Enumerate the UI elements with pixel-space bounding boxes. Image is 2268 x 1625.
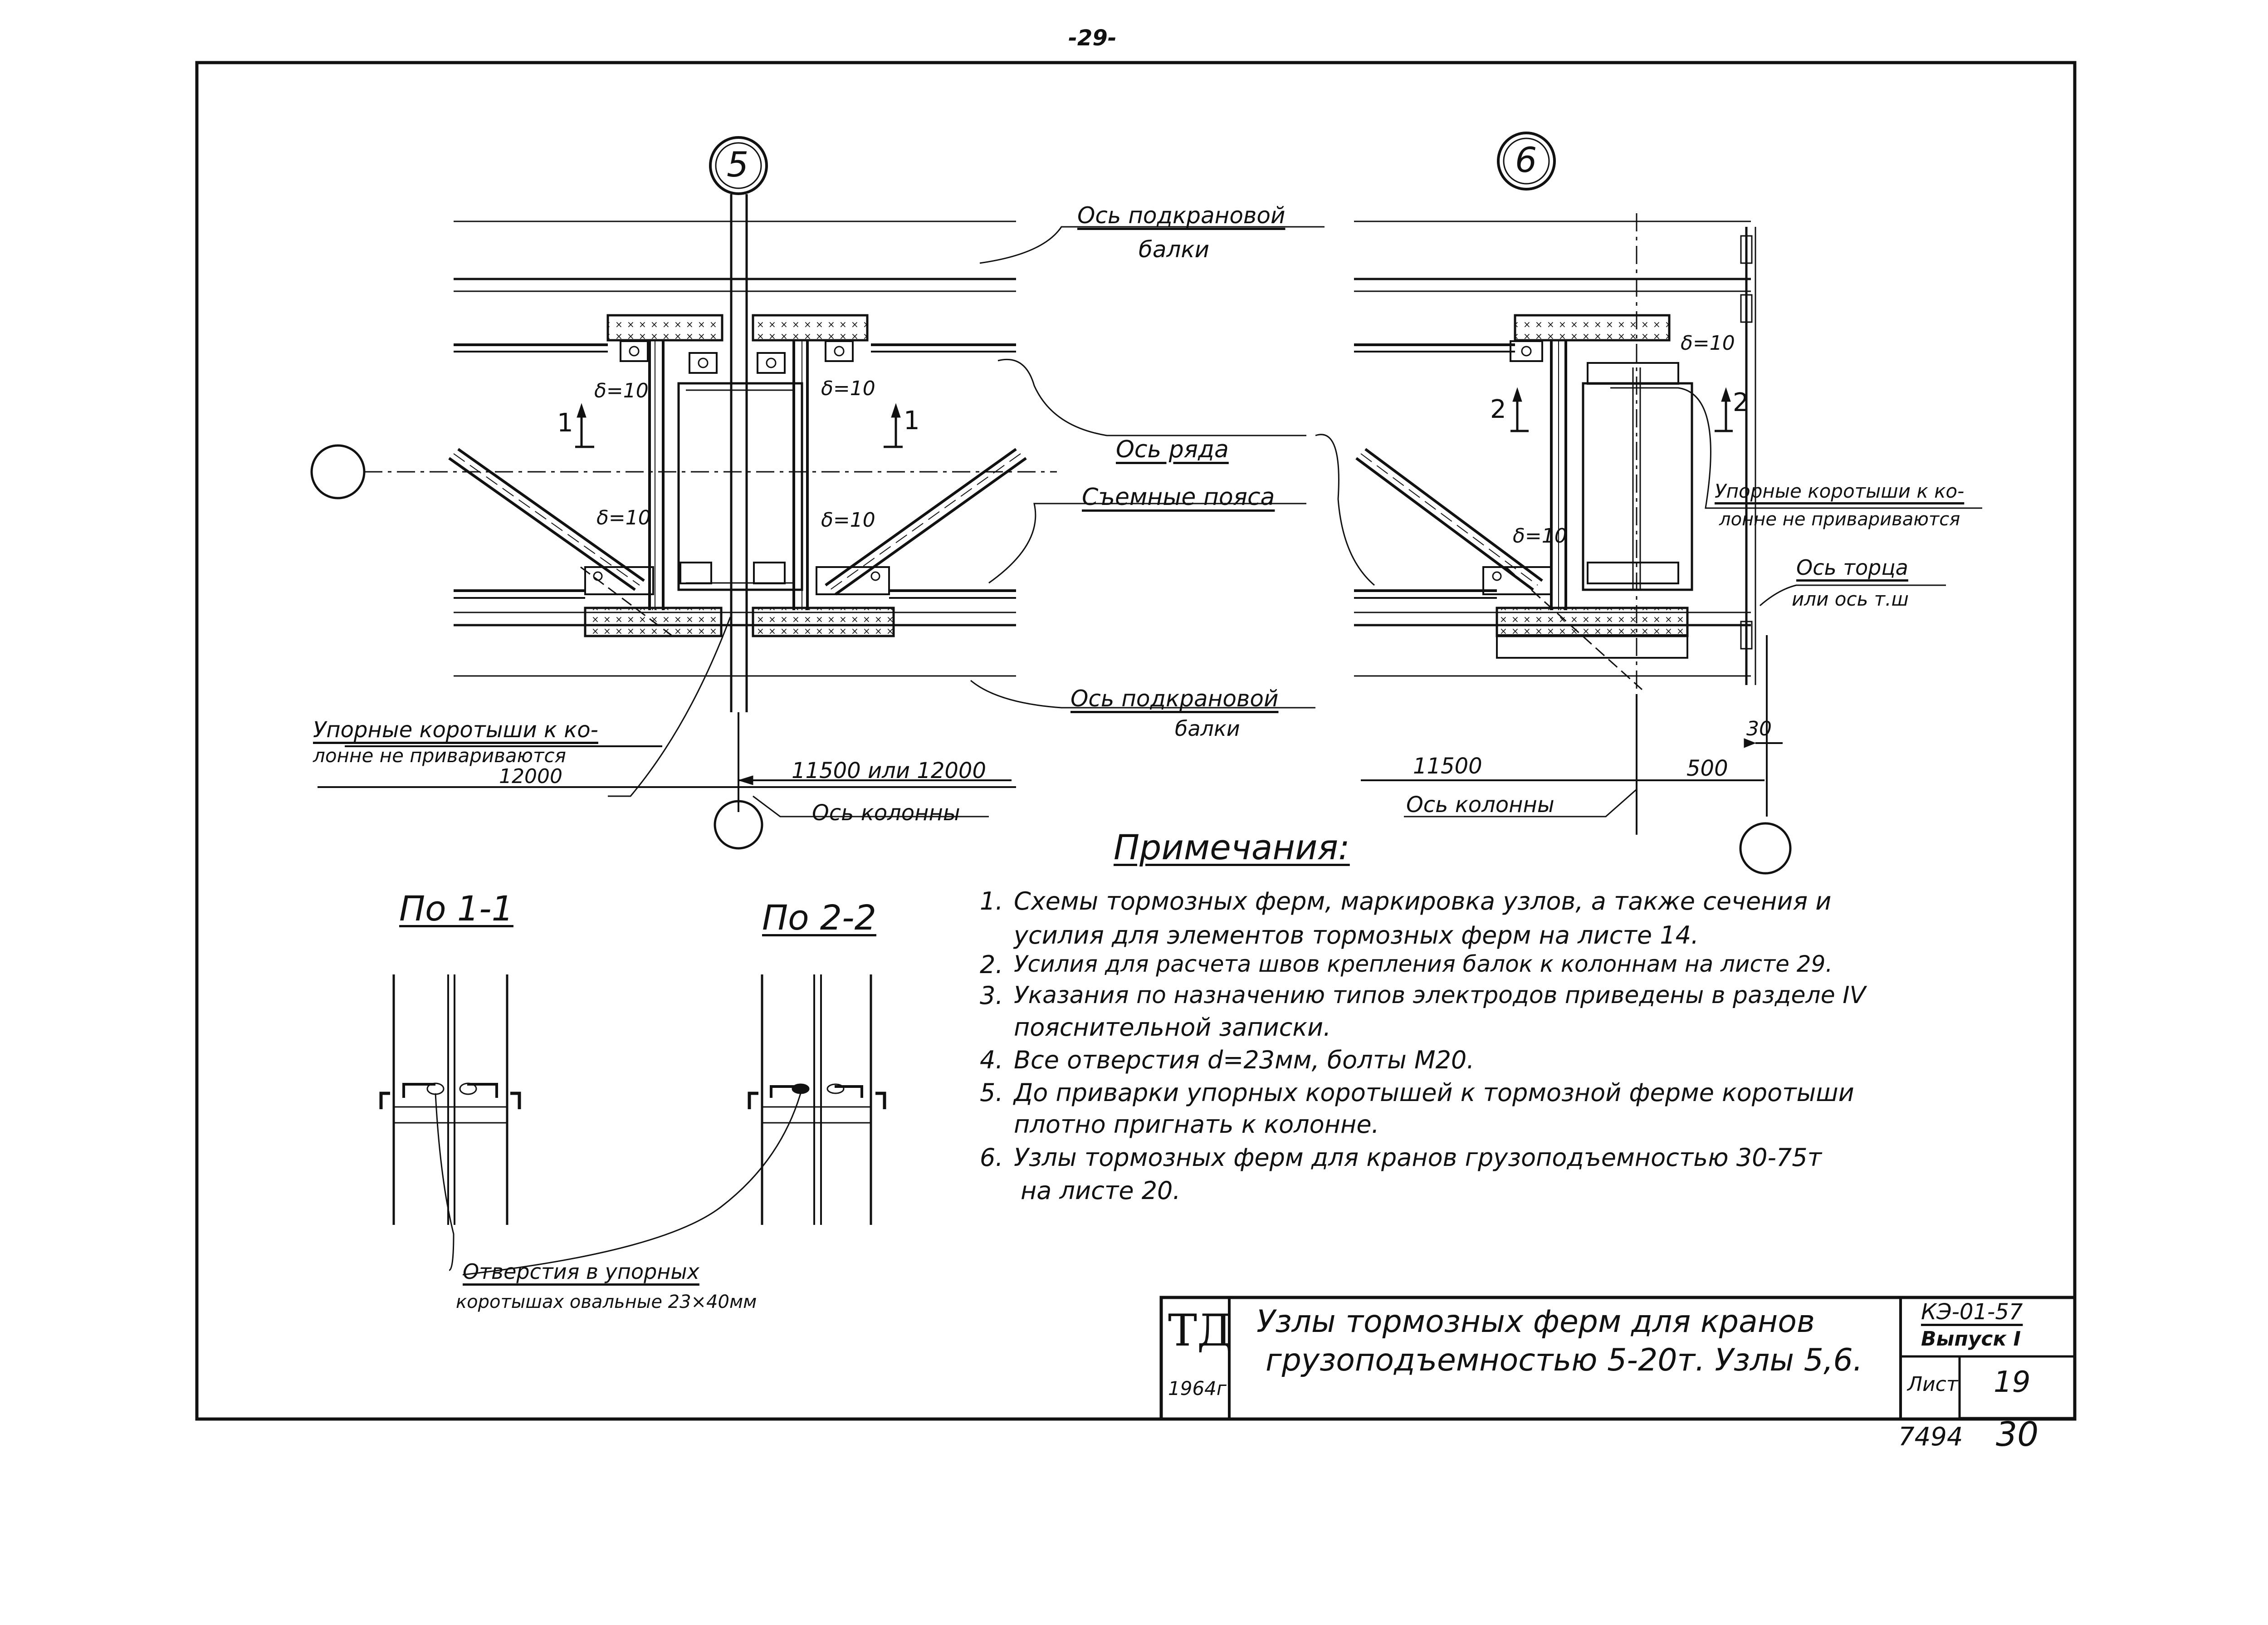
column-axis-label-right: Ось колонны: [1406, 792, 1554, 817]
crane-beam-axis-top-line2: балки: [1139, 236, 1210, 263]
removable-chords-label: Съемные пояса: [1082, 484, 1275, 511]
node-5-drawing: [310, 136, 1325, 850]
document-code: КЭ-01-57: [1921, 1299, 2023, 1325]
page-number: -29-: [1068, 25, 1117, 51]
note-1-number: 1.: [980, 887, 1003, 915]
node-6-drawing: [1315, 132, 1982, 875]
dimension-12000: 12000: [499, 765, 562, 788]
section-marker-2-right: 2: [1733, 388, 1749, 417]
sheet-frame: [195, 61, 2077, 1421]
note-5-line1: До приварки упорных коротышей к тормозно…: [1014, 1078, 1854, 1107]
section-1-1-title: По 1-1: [399, 888, 513, 929]
section-2-2-title: По 2-2: [762, 897, 876, 938]
crane-beam-axis-bottom-line1: Ось подкрановой: [1070, 685, 1279, 712]
drawing-title-line1: Узлы тормозных ферм для кранов: [1256, 1304, 1815, 1340]
note-2-number: 2.: [980, 950, 1003, 979]
note-2-line1: Усилия для расчета швов крепления балок …: [1014, 951, 1833, 977]
notes-title: Примечания:: [1114, 827, 1350, 867]
issue-label: Выпуск I: [1921, 1327, 2021, 1351]
node-6-bubble: [1497, 132, 1556, 191]
thickness-label: δ=10: [821, 377, 875, 400]
column-axis-label-left: Ось колонны: [812, 800, 960, 826]
dimension-500: 500: [1686, 756, 1728, 781]
title-block-year: 1964г: [1168, 1377, 1227, 1400]
note-6-line1: Узлы тормозных ферм для кранов грузоподъ…: [1014, 1143, 1822, 1172]
note-3-number: 3.: [980, 981, 1003, 1010]
note-1-line1: Схемы тормозных ферм, маркировка узлов, …: [1014, 887, 1832, 915]
stops-note-right-line2: лонне не привариваются: [1719, 509, 1960, 530]
dimension-span-right: 11500: [1413, 754, 1482, 779]
section-marker-2-left: 2: [1490, 395, 1506, 424]
sheet-label: Лист: [1907, 1373, 1958, 1396]
note-5-line2: плотно пригнать к колонне.: [1014, 1110, 1379, 1139]
note-4-number: 4.: [980, 1046, 1003, 1074]
stops-note-left-line2: лонне не привариваются: [313, 744, 566, 767]
holes-note-line1: Отверстия в упорных: [463, 1259, 699, 1284]
end-axis-label-line1: Ось торца: [1796, 555, 1908, 580]
thickness-label: δ=10: [1681, 332, 1735, 355]
footer-page: 30: [1996, 1415, 2039, 1454]
archive-number: 7494: [1898, 1422, 1963, 1452]
sheet-number: 19: [1994, 1366, 2031, 1399]
note-4-line1: Все отверстия d=23мм, болты М20.: [1014, 1046, 1475, 1074]
end-axis-label-line2: или ось т.ш: [1792, 588, 1909, 610]
column-axis-bubble-left: [714, 800, 763, 850]
note-3-line2: пояснительной записки.: [1014, 1013, 1331, 1042]
section-marker-1-right: 1: [904, 406, 920, 436]
section-1-1-drawing: [379, 974, 521, 1271]
note-6-number: 6.: [980, 1143, 1003, 1172]
node-5-bubble: [709, 136, 768, 195]
section-2-2-drawing: [462, 974, 886, 1276]
section-marker-1-left: 1: [557, 408, 573, 438]
crane-beam-axis-top-line1: Ось подкрановой: [1077, 202, 1286, 229]
drawing-title-line2: грузоподъемностью 5-20т. Узлы 5,6.: [1266, 1342, 1863, 1378]
note-5-number: 5.: [980, 1078, 1003, 1107]
title-block-logo: ТД: [1168, 1305, 1233, 1356]
dimension-30: 30: [1746, 717, 1772, 740]
holes-note-line2: коротышах овальные 23×40мм: [456, 1292, 757, 1312]
node-5-label: 5: [727, 144, 749, 185]
note-6-line2: на листе 20.: [1021, 1176, 1181, 1205]
note-1-line2: усилия для элементов тормозных ферм на л…: [1014, 921, 1699, 950]
stops-note-right-line1: Упорные коротыши к ко-: [1715, 480, 1965, 502]
column-axis-bubble-right: [1739, 822, 1792, 875]
thickness-label: δ=10: [596, 506, 651, 529]
dimension-span-left: 11500 или 12000: [792, 758, 986, 783]
thickness-label: δ=10: [1513, 524, 1567, 548]
note-3-line1: Указания по назначению типов электродов …: [1014, 982, 1866, 1009]
node-6-label: 6: [1515, 140, 1537, 180]
thickness-label: δ=10: [821, 509, 875, 532]
crane-beam-axis-bottom-line2: балки: [1175, 716, 1240, 741]
stops-note-left-line1: Упорные коротыши к ко-: [313, 717, 598, 743]
row-axis-label: Ось ряда: [1116, 436, 1229, 463]
title-block: [1159, 1296, 2077, 1421]
thickness-label: δ=10: [594, 379, 649, 402]
